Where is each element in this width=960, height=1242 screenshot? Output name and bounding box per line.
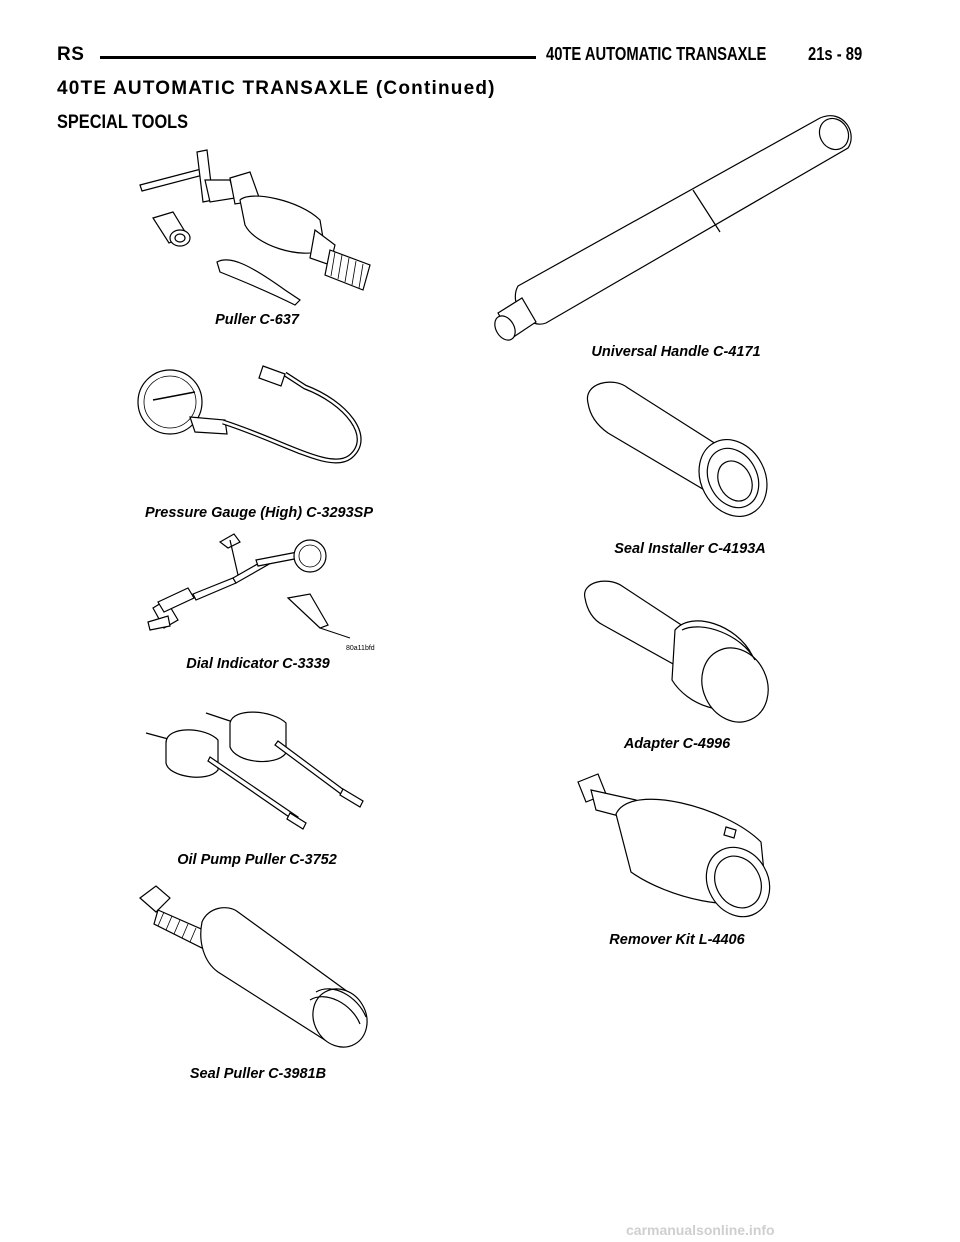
tool-caption-adapter: Adapter C-4996 [623, 736, 731, 752]
page-number: 21s - 89 [808, 44, 863, 64]
header-rule [100, 56, 536, 59]
puller-icon [135, 140, 385, 310]
header-title: 40TE AUTOMATIC TRANSAXLE [546, 44, 767, 64]
tool-caption-oil-pump-puller: Oil Pump Puller C-3752 [177, 852, 337, 868]
tool-caption-seal-installer: Seal Installer C-4193A [614, 541, 766, 557]
tool-caption-handle: Universal Handle C-4171 [591, 344, 761, 360]
adapter-icon [577, 580, 777, 725]
handle-icon [488, 108, 868, 348]
remover-kit-icon [576, 772, 776, 920]
seal-installer-icon [578, 378, 778, 518]
tool-caption-pressure-gauge: Pressure Gauge (High) C-3293SP [144, 505, 374, 521]
page-subtitle: 40TE AUTOMATIC TRANSAXLE (Continued) [57, 78, 496, 99]
pressure-gauge-icon [135, 362, 385, 492]
tool-caption-puller: Puller C-637 [215, 312, 299, 328]
section-heading: SPECIAL TOOLS [57, 112, 189, 133]
tool-caption-remover-kit: Remover Kit L-4406 [609, 932, 745, 948]
tool-caption-seal-puller: Seal Puller C-3981B [189, 1066, 327, 1082]
figure-code: 80a11bfd [346, 645, 375, 652]
seal-puller-icon [138, 882, 378, 1052]
tool-caption-dial-indicator: Dial Indicator C-3339 [186, 656, 330, 672]
oil-pump-puller-icon [138, 705, 378, 830]
dial-indicator-icon: 80a11bfd [138, 530, 375, 652]
watermark: carmanualsonline.info [626, 1222, 775, 1238]
header-section-code: RS [57, 44, 85, 65]
